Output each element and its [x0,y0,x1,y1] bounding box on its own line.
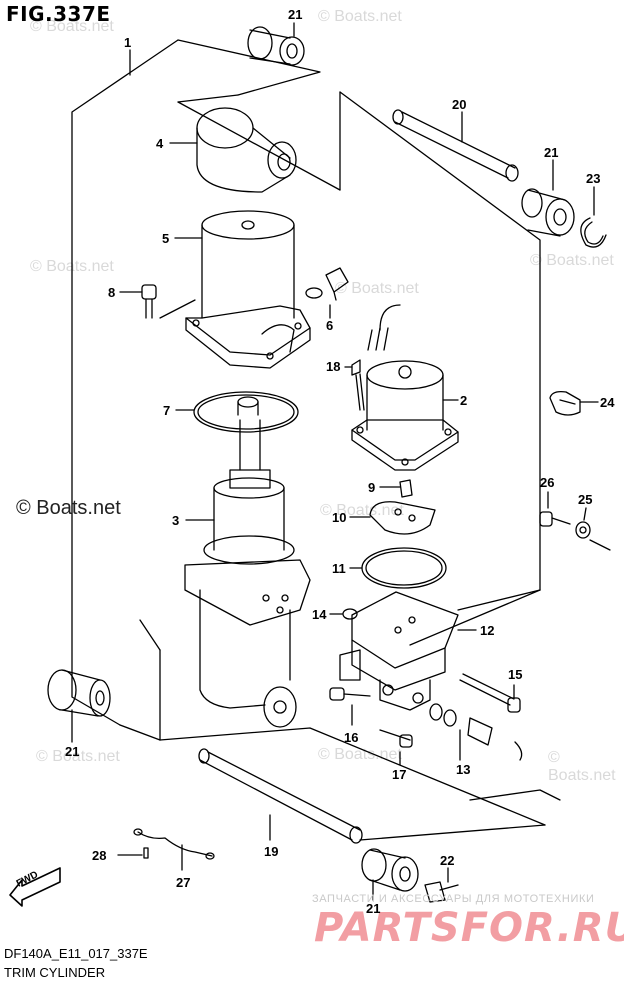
bolt-22 [424,867,459,903]
callout-12[interactable]: 12 [480,623,495,638]
motor-2 [351,304,459,471]
housing-12 [339,589,541,711]
valve-parts [349,479,447,589]
figure-title: FIG.337E [6,2,111,26]
clip-24 [549,390,599,416]
watermark: © Boats.net [30,18,114,35]
callout-28[interactable]: 28 [92,848,107,863]
callout-20[interactable]: 20 [452,97,467,112]
callout-18[interactable]: 18 [326,359,341,374]
callout-27[interactable]: 27 [176,875,191,890]
callout-8[interactable]: 8 [108,285,116,300]
cylinder-5 [174,210,311,369]
o-ring-7 [175,391,299,433]
bolt-16 [329,687,371,726]
callout-2[interactable]: 2 [460,393,468,408]
watermark: © Boats.net [36,748,120,765]
circlip-23 [580,186,607,248]
callout-21[interactable]: 21 [544,145,559,160]
bushing-21-top [247,22,305,66]
watermark: © Boats.net [335,280,419,297]
callout-24[interactable]: 24 [600,395,615,410]
model-code: DF140A_E11_017_337E [4,946,148,961]
watermark: © Boats.net [548,749,616,784]
shop-brand-logo: PARTSFOR.RU [314,905,624,951]
bolt-26-washer-25 [539,491,611,551]
callout-21[interactable]: 21 [288,7,303,22]
shop-watermark-line: ЗАПЧАСТИ И АКСЕССУАРЫ ДЛЯ МОТОТЕХНИКИ [312,893,595,905]
callout-25[interactable]: 25 [578,492,593,507]
fittings-13 [429,703,523,761]
callout-13[interactable]: 13 [456,762,471,777]
callout-14[interactable]: 14 [312,607,327,622]
fitting-6 [305,267,349,319]
bushing-21-left [47,669,111,743]
callout-15[interactable]: 15 [508,667,523,682]
callout-22[interactable]: 22 [440,853,455,868]
cylinder-body-3 [184,396,311,728]
bolt-15 [459,673,521,713]
bushing-21-bottom [361,848,419,901]
bolt-17 [379,729,413,766]
callout-21[interactable]: 21 [366,901,381,916]
section-name: TRIM CYLINDER [4,965,106,980]
callout-3[interactable]: 3 [172,513,180,528]
callout-16[interactable]: 16 [344,730,359,745]
fwd-arrow-icon [9,867,61,907]
callout-5[interactable]: 5 [162,231,170,246]
watermark: © Boats.net [318,8,402,25]
callout-6[interactable]: 6 [326,318,334,333]
watermark: © Boats.net [318,746,402,763]
callout-17[interactable]: 17 [392,767,407,782]
copyright-watermark: © Boats.net [16,497,121,519]
callout-7[interactable]: 7 [163,403,171,418]
pin-20 [392,109,519,182]
callout-1[interactable]: 1 [124,35,132,50]
callout-26[interactable]: 26 [540,475,555,490]
callout-11[interactable]: 11 [332,561,346,576]
watermark: © Boats.net [530,252,614,269]
ground-wire-27 [117,828,215,871]
o-ring-14 [329,608,358,620]
bolt-8 [119,284,196,319]
screw-18 [344,359,365,411]
watermark: © Boats.net [320,502,404,519]
callout-23[interactable]: 23 [586,171,601,186]
callout-21[interactable]: 21 [65,744,80,759]
callout-19[interactable]: 19 [264,844,279,859]
bushing-4 [169,107,297,193]
assembly-outline [71,39,561,841]
bushing-21-right [521,159,575,237]
callout-9[interactable]: 9 [368,480,376,495]
callout-4[interactable]: 4 [156,136,164,151]
pin-19 [198,748,363,844]
callout-10[interactable]: 10 [332,510,347,525]
